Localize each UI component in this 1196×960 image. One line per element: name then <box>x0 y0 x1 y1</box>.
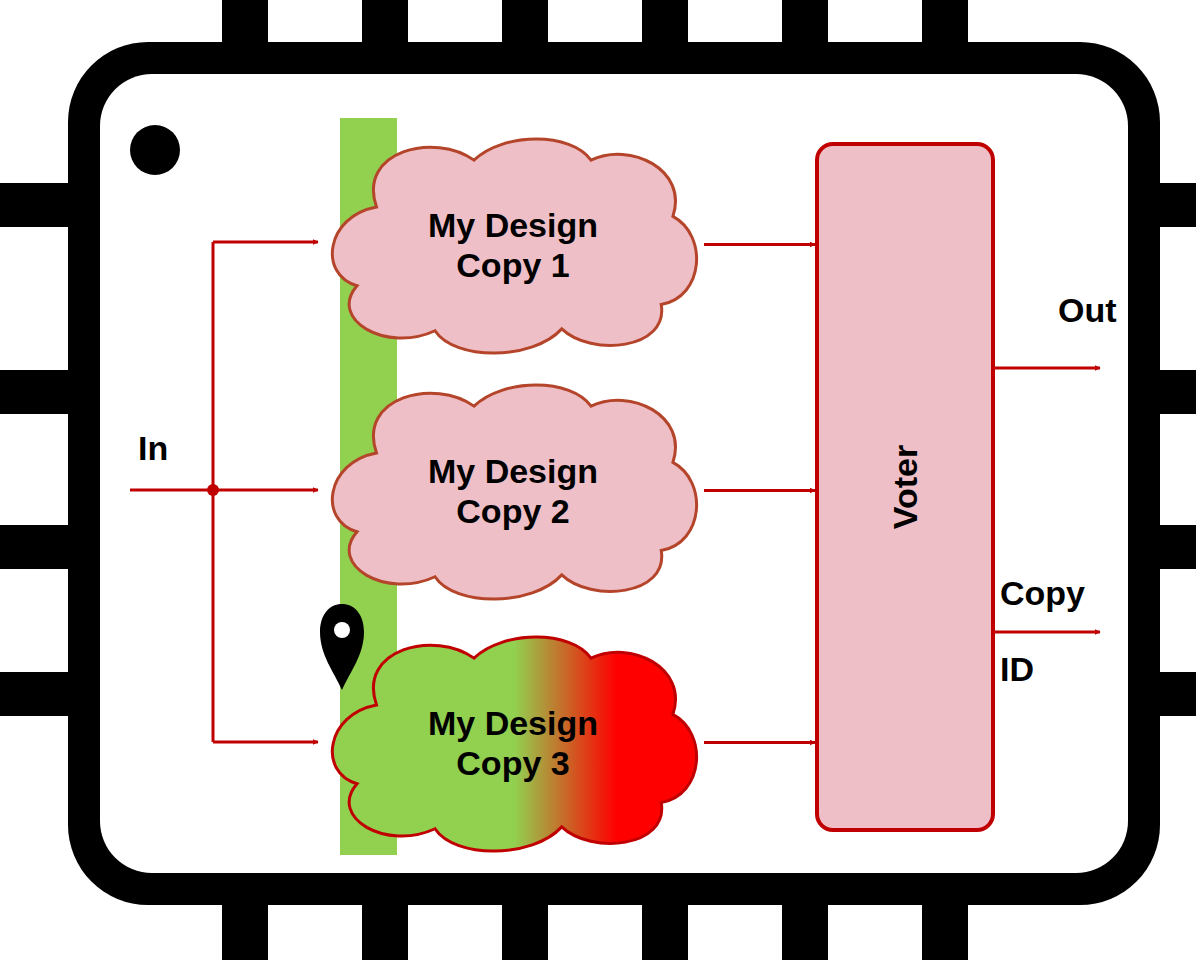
design-copy: My Design Copy 3 <box>318 630 708 855</box>
node-title: My Design Copy 2 <box>413 451 613 531</box>
signal-arrow <box>704 243 815 246</box>
node-title: My Design Copy 3 <box>413 703 613 783</box>
signal-name: In <box>138 428 218 468</box>
pin1-dot <box>130 125 180 175</box>
voter-box: Voter <box>815 142 995 832</box>
cloud-shape <box>318 630 708 855</box>
signal-arrow <box>704 741 815 744</box>
chip-die <box>100 74 1128 873</box>
design-copy: My Design Copy 2 <box>318 378 708 603</box>
node-title-vertical: Voter <box>885 445 925 529</box>
signal-arrow <box>704 489 815 492</box>
signal-name: Out <box>1058 290 1148 330</box>
junction-dot <box>207 484 219 496</box>
cloud-shape <box>318 378 708 603</box>
cloud-shape <box>318 132 708 357</box>
design-copy: My Design Copy 1 <box>318 132 708 357</box>
signal-name: Copy ID <box>1000 555 1115 707</box>
chip-body <box>68 42 1160 905</box>
node-title: My Design Copy 1 <box>413 205 613 285</box>
